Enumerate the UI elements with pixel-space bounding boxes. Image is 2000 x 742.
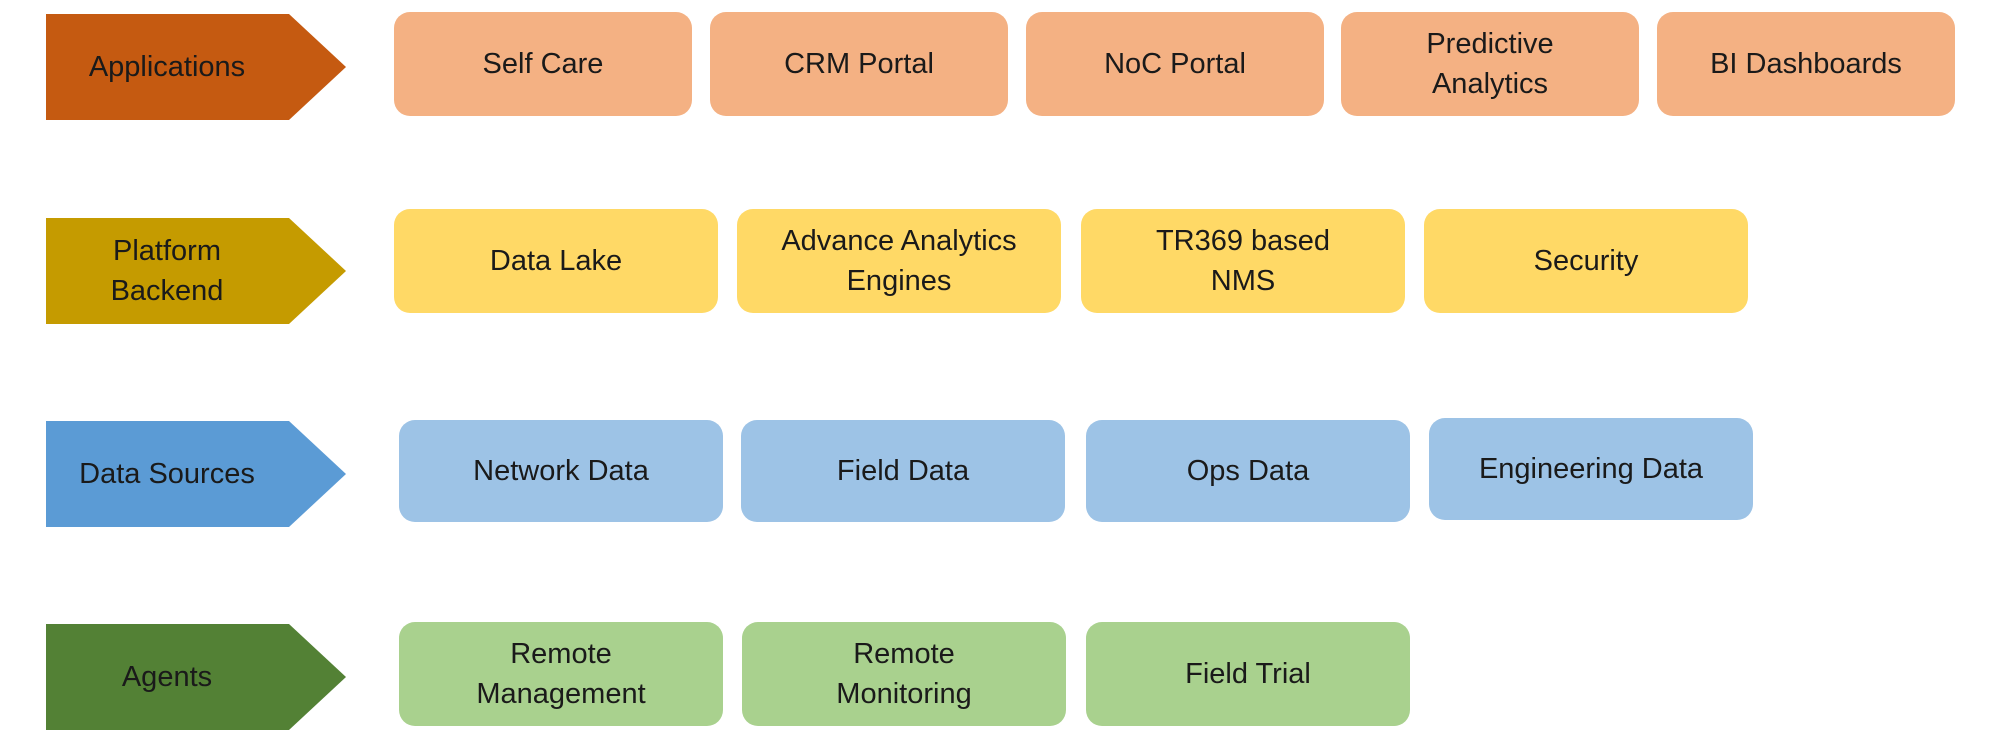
box-ops-data: Ops Data [1086, 420, 1410, 522]
box-label: Ops Data [1186, 455, 1310, 487]
box-label: Network Data [473, 455, 649, 487]
box-bi-dashboards: BI Dashboards [1657, 12, 1955, 116]
box-label: Advance Analytics Engines [781, 225, 1017, 297]
box-tr369-based-nms: TR369 based NMS [1081, 209, 1405, 313]
box-self-care: Self Care [394, 12, 692, 116]
box-remote-monitoring: Remote Monitoring [742, 622, 1066, 726]
box-label: Engineering Data [1478, 453, 1704, 485]
box-label: BI Dashboards [1710, 48, 1902, 80]
layer-label: Applications [88, 51, 246, 83]
box-predictive-analytics: Predictive Analytics [1341, 12, 1639, 116]
box-label: Field Data [836, 455, 970, 487]
box-label: NoC Portal [1104, 48, 1246, 80]
box-label: Predictive Analytics [1426, 28, 1554, 100]
layer-label: Data Sources [79, 458, 255, 490]
box-network-data: Network Data [399, 420, 723, 522]
layer-arrow-agents: Agents [46, 624, 346, 730]
box-label: CRM Portal [784, 48, 934, 80]
box-data-lake: Data Lake [394, 209, 718, 313]
box-label: Remote Management [476, 638, 646, 710]
box-label: TR369 based NMS [1155, 225, 1331, 297]
box-advance-analytics-engines: Advance Analytics Engines [737, 209, 1061, 313]
layer-arrow-platform-backend: Platform Backend [46, 218, 346, 324]
box-crm-portal: CRM Portal [710, 12, 1008, 116]
box-label: Remote Monitoring [836, 638, 972, 710]
box-label: Data Lake [489, 245, 623, 277]
layer-arrow-applications: Applications [46, 14, 346, 120]
box-engineering-data: Engineering Data [1429, 418, 1753, 520]
box-label: Security [1533, 245, 1639, 277]
box-label: Self Care [482, 48, 604, 80]
box-field-data: Field Data [741, 420, 1065, 522]
layer-label: Platform Backend [110, 235, 224, 307]
layer-label: Agents [121, 661, 213, 693]
layer-arrow-data-sources: Data Sources [46, 421, 346, 527]
box-remote-management: Remote Management [399, 622, 723, 726]
box-label: Field Trial [1185, 658, 1311, 690]
box-security: Security [1424, 209, 1748, 313]
box-field-trial: Field Trial [1086, 622, 1410, 726]
box-noc-portal: NoC Portal [1026, 12, 1324, 116]
